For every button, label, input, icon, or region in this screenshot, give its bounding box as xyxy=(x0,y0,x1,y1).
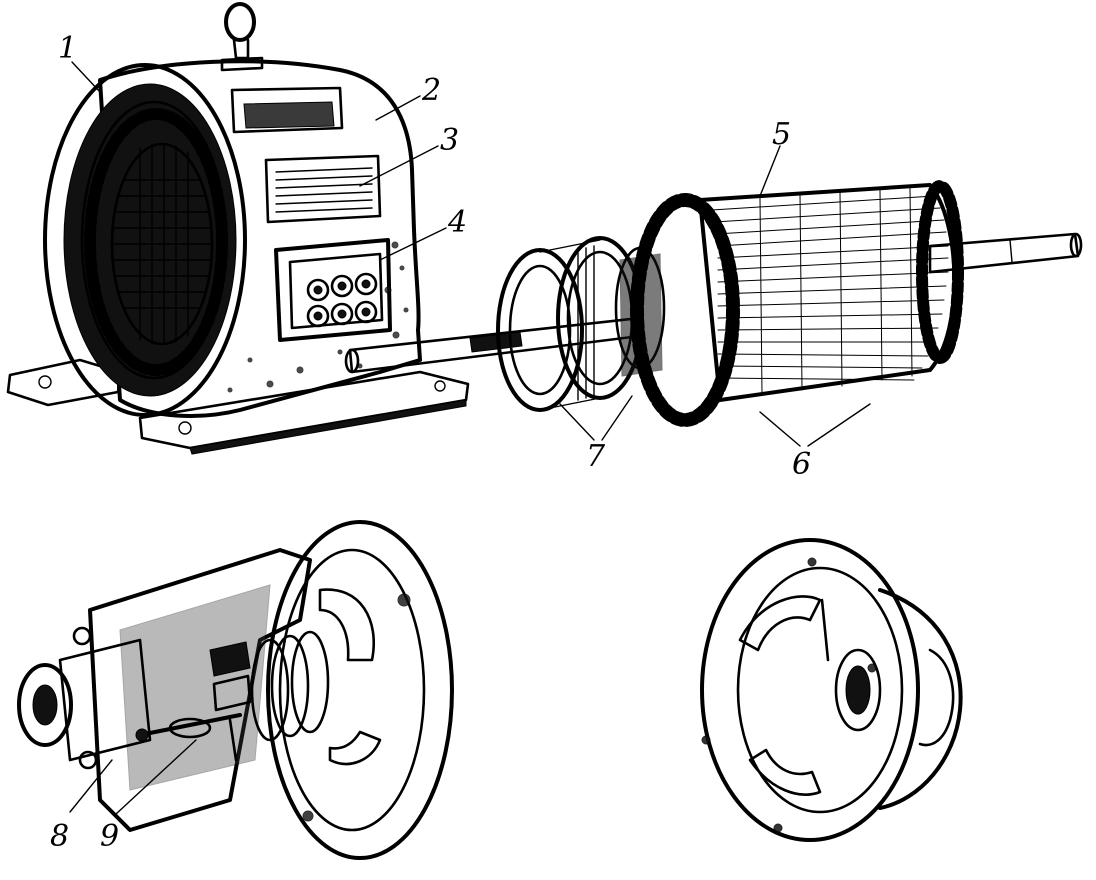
callout-labels: 1 2 3 4 5 6 7 8 9 xyxy=(50,31,811,854)
leader-3 xyxy=(359,145,439,187)
label-rotor-core: 5 xyxy=(772,117,791,152)
leader-6b xyxy=(807,403,871,447)
leader-4 xyxy=(379,227,447,261)
label-terminal-box: 4 xyxy=(447,205,467,240)
lifting-eye-bolt xyxy=(220,2,264,72)
terminal-box xyxy=(274,238,392,342)
label-slip-rings: 7 xyxy=(586,439,606,474)
ventilation-window xyxy=(264,154,382,224)
leader-2 xyxy=(375,95,421,121)
stator-frame xyxy=(98,59,422,418)
upper-ventilation-window xyxy=(230,86,344,134)
bearing-shield-plain xyxy=(700,538,963,842)
brush-lifting-mechanism xyxy=(135,713,242,762)
stator-winding xyxy=(84,108,228,376)
stator-end-face xyxy=(43,63,247,417)
rotor-winding xyxy=(630,180,964,427)
bearing-shield-flange xyxy=(266,520,454,860)
bearing-shield-with-brush-gear xyxy=(17,520,454,860)
label-stator-winding: 1 xyxy=(58,31,77,66)
stator-assembly xyxy=(6,2,470,455)
leader-1 xyxy=(71,61,101,93)
leader-9 xyxy=(115,739,197,815)
leader-6a xyxy=(759,411,801,447)
brush-gear-frame xyxy=(88,548,312,832)
leader-7a xyxy=(559,403,595,441)
leader-8 xyxy=(69,759,113,813)
stator-bore-slots xyxy=(110,142,214,346)
label-brush-lifting-mechanism: 9 xyxy=(100,819,119,854)
leader-lines xyxy=(69,61,871,815)
label-brush-holder: 8 xyxy=(50,819,69,854)
leader-7b xyxy=(601,395,633,441)
leader-5 xyxy=(759,145,781,197)
rotor-assembly xyxy=(344,180,1083,427)
label-ventilation-window: 3 xyxy=(440,123,459,158)
label-rotor-winding: 6 xyxy=(792,447,811,482)
brush-holder xyxy=(17,626,152,770)
label-stator-frame: 2 xyxy=(421,73,441,108)
brushes xyxy=(209,630,330,742)
